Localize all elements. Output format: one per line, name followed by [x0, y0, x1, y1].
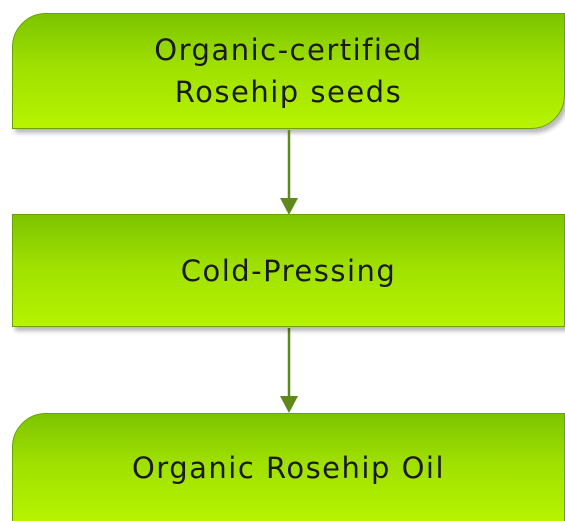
arrow-press-to-oil — [280, 328, 298, 413]
node-cold-pressing: Cold-Pressing — [12, 214, 565, 327]
node-cold-pressing-label: Cold-Pressing — [180, 253, 397, 288]
arrow-seeds-to-press — [280, 130, 298, 215]
node-rosehip-seeds-line-2: Rosehip seeds — [174, 75, 403, 109]
node-rosehip-oil-label: Organic Rosehip Oil — [131, 451, 446, 485]
node-rosehip-seeds-label: Organic-certified Rosehip seeds — [154, 29, 422, 113]
node-rosehip-oil: Organic Rosehip Oil — [12, 413, 565, 521]
node-rosehip-seeds-line-1: Organic-certified — [154, 33, 423, 67]
node-rosehip-seeds: Organic-certified Rosehip seeds — [12, 13, 565, 129]
